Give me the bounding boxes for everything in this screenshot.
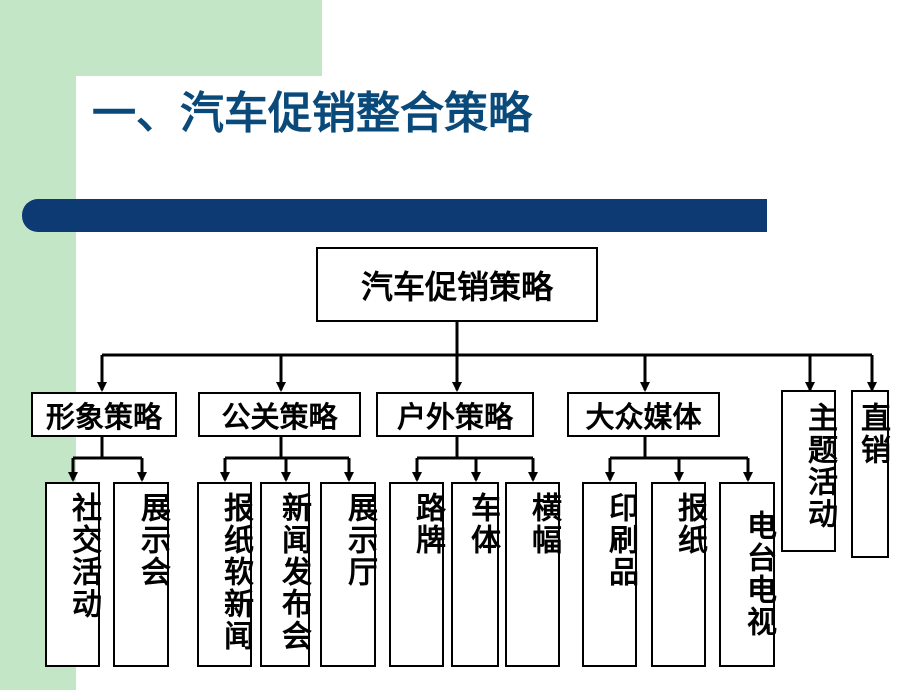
category-label: 形象策略 xyxy=(45,399,162,434)
category-node-mass-media: 大众媒体 xyxy=(567,392,720,437)
category-label: 户外策略 xyxy=(396,399,513,434)
leaf-label: 电台电视 xyxy=(741,510,776,638)
leaf-node: 印刷品 xyxy=(582,482,638,667)
leaf-node: 路牌 xyxy=(389,482,445,667)
leaf-node: 横幅 xyxy=(505,482,561,667)
leaf-node: 车体 xyxy=(451,482,500,667)
leaf-node: 新闻发布会 xyxy=(260,482,311,667)
leaf-label: 车体 xyxy=(465,492,500,556)
category-label: 大众媒体 xyxy=(585,399,702,434)
leaf-node: 展示厅 xyxy=(320,482,377,667)
leaf-label: 新闻发布会 xyxy=(276,492,311,652)
slide-title: 一、汽车促销整合策略 xyxy=(92,88,532,139)
leaf-label: 展示会 xyxy=(135,492,170,588)
leaf-label: 路牌 xyxy=(410,492,445,556)
leaf-node: 报纸 xyxy=(651,482,707,667)
leaf-label: 印刷品 xyxy=(603,492,638,588)
leaf-label: 报纸软新闻 xyxy=(218,492,253,652)
leaf-node: 社交活动 xyxy=(45,482,101,667)
leaf-label: 社交活动 xyxy=(66,492,101,620)
leaf-node: 展示会 xyxy=(113,482,170,667)
root-node-label: 汽车促销策略 xyxy=(360,267,553,306)
category-node-outdoor: 户外策略 xyxy=(376,392,534,437)
category-node-direct-sales: 直销 xyxy=(851,390,890,558)
title-underline-bar xyxy=(22,199,767,232)
category-label: 公关策略 xyxy=(221,399,338,434)
leaf-label: 展示厅 xyxy=(342,492,377,588)
leaf-label: 报纸 xyxy=(672,492,707,556)
category-node-image: 形象策略 xyxy=(31,392,177,437)
category-node-theme-activity: 主题活动 xyxy=(781,390,837,552)
category-node-pr: 公关策略 xyxy=(198,392,361,437)
leaf-label: 横幅 xyxy=(526,492,561,556)
leaf-node: 电台电视 xyxy=(719,482,776,667)
leaf-node: 报纸软新闻 xyxy=(197,482,253,667)
category-label: 主题活动 xyxy=(802,402,837,530)
category-label: 直销 xyxy=(855,402,890,466)
root-node: 汽车促销策略 xyxy=(316,247,598,322)
